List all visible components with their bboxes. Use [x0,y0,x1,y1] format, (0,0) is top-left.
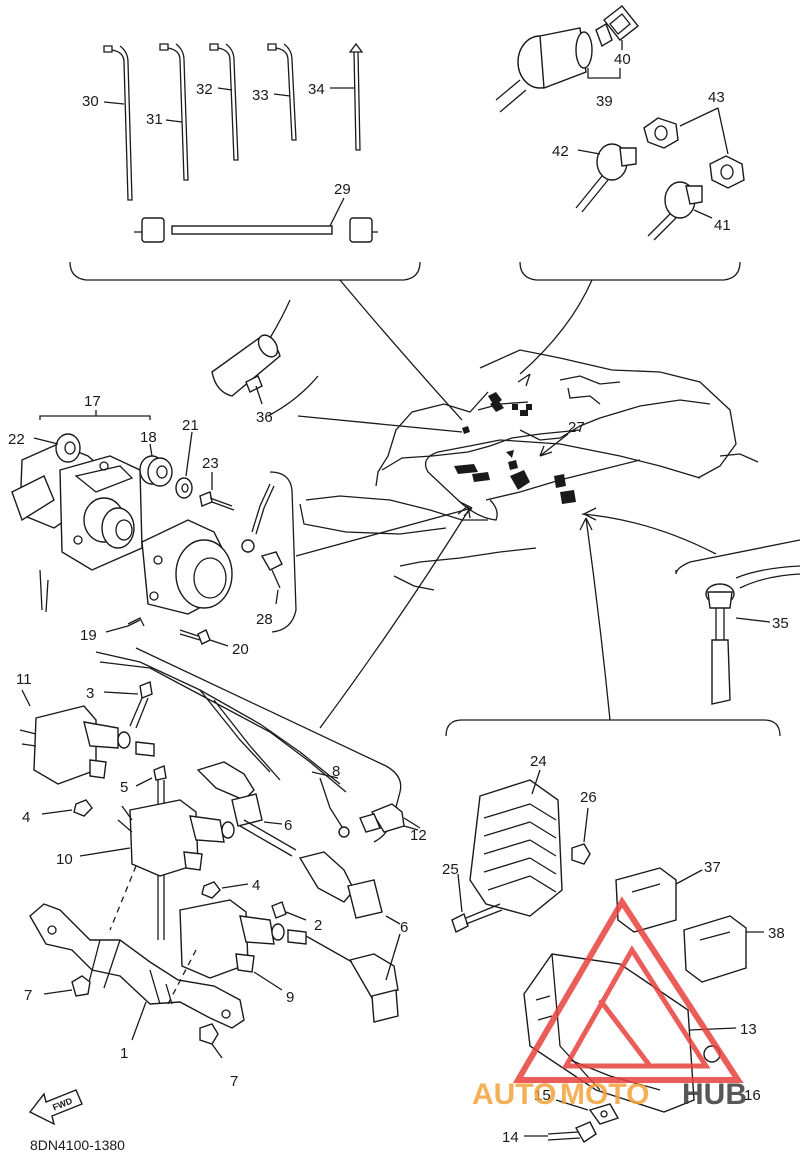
terminal-28-group [241,471,297,633]
band-33 [267,43,297,141]
coil-group [19,647,421,1059]
callout-26: 26 [580,789,597,806]
main-switch-39 [495,27,593,113]
callout-36: 36 [256,409,273,426]
cap-6-lower [298,851,399,1023]
callout-28: 28 [256,611,273,628]
washer-21 [175,477,193,499]
callout-4b: 4 [252,877,260,894]
callout-15: 15 [534,1087,551,1104]
bolt-20 [179,629,211,645]
coil-10 [117,799,235,877]
sensor-35 [675,539,800,705]
watermark-triangle-inner [561,945,711,1069]
watermark-triangle-outer [512,896,744,1083]
key-40 [595,5,639,48]
callout-17: 17 [84,393,101,410]
callout-23: 23 [202,455,219,472]
callout-18: 18 [140,429,157,446]
callout-27: 27 [568,419,585,436]
snowmobile-frame [299,349,759,591]
callout-35: 35 [772,615,789,632]
callout-13: 13 [740,1021,757,1038]
relay-37 [615,867,677,933]
switch-group [495,5,745,281]
callout-42: 42 [552,143,569,160]
coil-11 [19,705,131,785]
light-switch-42 [575,143,637,213]
callout-labels: 1 2 3 4 4 5 6 6 7 7 8 9 10 11 12 13 14 1… [8,51,789,1146]
callout-14: 14 [502,1129,519,1146]
cdi-group [11,410,235,647]
fwd-arrow: FWD [28,1089,83,1126]
capacitor-36 [211,299,319,417]
bolt-23 [199,491,235,511]
watermark-auto: AUTO [472,1078,556,1111]
watermark-moto: MOTO [560,1078,649,1111]
callout-7a: 7 [24,987,32,1004]
watermark-triangle-core [598,998,652,1068]
callout-19: 19 [80,627,97,644]
callout-20: 20 [232,641,249,658]
grommet-22 [55,433,81,463]
callout-38: 38 [768,925,785,942]
callout-1: 1 [120,1045,128,1062]
holder-29 [134,217,378,243]
nut-43b [709,155,745,189]
bracket-1 [29,903,245,1029]
band-30 [103,45,133,201]
callout-11: 11 [16,671,32,688]
callout-8: 8 [332,763,340,780]
callout-34: 34 [308,81,325,98]
callout-37: 37 [704,859,721,876]
relay-38 [683,915,747,983]
callout-6b: 6 [400,919,408,936]
callout-12: 12 [410,827,427,844]
nut-43a [643,117,679,149]
callout-2: 2 [314,917,322,934]
connector-12 [359,803,421,833]
collar-18 [139,455,173,487]
coil-9 [179,899,353,979]
diagram-code: 8DN4100-1380 [30,1137,125,1153]
callout-33: 33 [252,87,269,104]
callout-24: 24 [530,753,547,770]
callout-5: 5 [120,779,128,796]
callout-40: 40 [614,51,631,68]
callout-21: 21 [182,417,199,434]
cap-6-upper [196,761,297,857]
callout-39: 39 [596,93,613,110]
callout-25: 25 [442,861,459,878]
callout-29: 29 [334,181,351,198]
callout-4a: 4 [22,809,30,826]
watermark-hub: HUB [682,1078,747,1111]
callout-10: 10 [56,851,73,868]
callout-22: 22 [8,431,25,448]
leader-lines [295,279,717,729]
callout-32: 32 [196,81,213,98]
callout-41: 41 [714,217,731,234]
band-32 [209,43,239,161]
callout-3: 3 [86,685,94,702]
band-34 [348,42,364,151]
callout-16: 16 [744,1087,761,1104]
callout-31: 31 [146,111,163,128]
callout-30: 30 [82,93,99,110]
band-group [69,42,421,281]
band-31 [159,43,189,181]
switch-41 [647,181,703,241]
callout-43: 43 [708,89,725,106]
watermark-logo: AUTO MOTO HUB [472,896,747,1111]
callout-9: 9 [286,989,294,1006]
rectifier-24 [469,779,563,917]
callout-7b: 7 [230,1073,238,1090]
callout-6a: 6 [284,817,292,834]
